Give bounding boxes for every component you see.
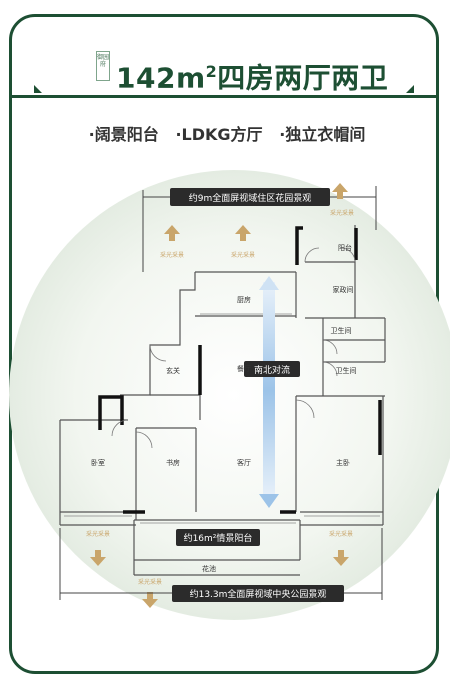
- room-planter: 花池: [202, 564, 216, 573]
- room-study: 书房: [166, 458, 180, 467]
- arrow-icon: [90, 550, 349, 608]
- door-arcs: [111, 247, 356, 449]
- room-bath-2: 卫生间: [336, 366, 357, 375]
- brand-logo: 御园府: [96, 51, 110, 81]
- header-corner-left: [34, 85, 42, 93]
- header-divider: [12, 95, 436, 98]
- layout-name: 四房两厅两卫: [217, 61, 389, 95]
- light-label: 采光采景: [160, 251, 184, 259]
- room-dining: 餐厅: [237, 364, 251, 373]
- flow-bar: [263, 282, 275, 500]
- header-corner-right: [406, 85, 414, 93]
- flow-down-icon: [259, 494, 279, 508]
- light-label: 采光采景: [329, 530, 353, 538]
- floorplan-drawing: 约9m全面屏视域住区花园景观 采光采景 采光采景 采光采景: [9, 170, 450, 620]
- light-label: 采光采景: [86, 530, 110, 538]
- callout-balcony: 约16m²情景阳台: [184, 532, 253, 544]
- room-living: 客厅: [237, 458, 251, 467]
- arrow-icon: [164, 183, 348, 241]
- feature-list: ·阔景阳台 ·LDKG方厅 ·独立衣帽间: [12, 121, 436, 145]
- callout-top-bg: [170, 188, 330, 206]
- feature-item: ·LDKG方厅: [175, 125, 263, 144]
- room-foyer: 玄关: [166, 366, 180, 375]
- feature-item: ·独立衣帽间: [279, 125, 366, 144]
- flow-up-icon: [259, 276, 279, 290]
- page-title: 142m2四房两厅两卫: [116, 55, 388, 95]
- callout-top: 约9m全面屏视域住区花园景观: [189, 192, 312, 204]
- light-label: 采光采景: [330, 209, 354, 217]
- light-label: 采光采景: [231, 251, 255, 259]
- area-unit-sup: 2: [205, 62, 218, 81]
- orientation-badge-bg: [244, 361, 300, 377]
- room-balcony-north: 阳台: [338, 243, 352, 252]
- orientation-badge: 南北对流: [254, 364, 290, 376]
- room-master: 主卧: [336, 458, 350, 467]
- garden-glow: [9, 170, 450, 620]
- plan-structure: [98, 226, 382, 514]
- feature-item: ·阔景阳台: [88, 125, 159, 144]
- room-bedroom: 卧室: [91, 458, 105, 467]
- callout-balcony-bg: [176, 529, 260, 546]
- room-bath-1: 卫生间: [331, 326, 352, 335]
- room-laundry: 家政间: [333, 285, 354, 294]
- windows: [64, 313, 380, 524]
- area-value: 142m: [116, 61, 206, 95]
- callout-bottom-bg: [172, 585, 344, 602]
- callout-bottom: 约13.3m全面屏视域中央公园景观: [190, 588, 327, 600]
- light-label: 采光采景: [138, 578, 162, 586]
- room-kitchen: 厨房: [237, 295, 251, 304]
